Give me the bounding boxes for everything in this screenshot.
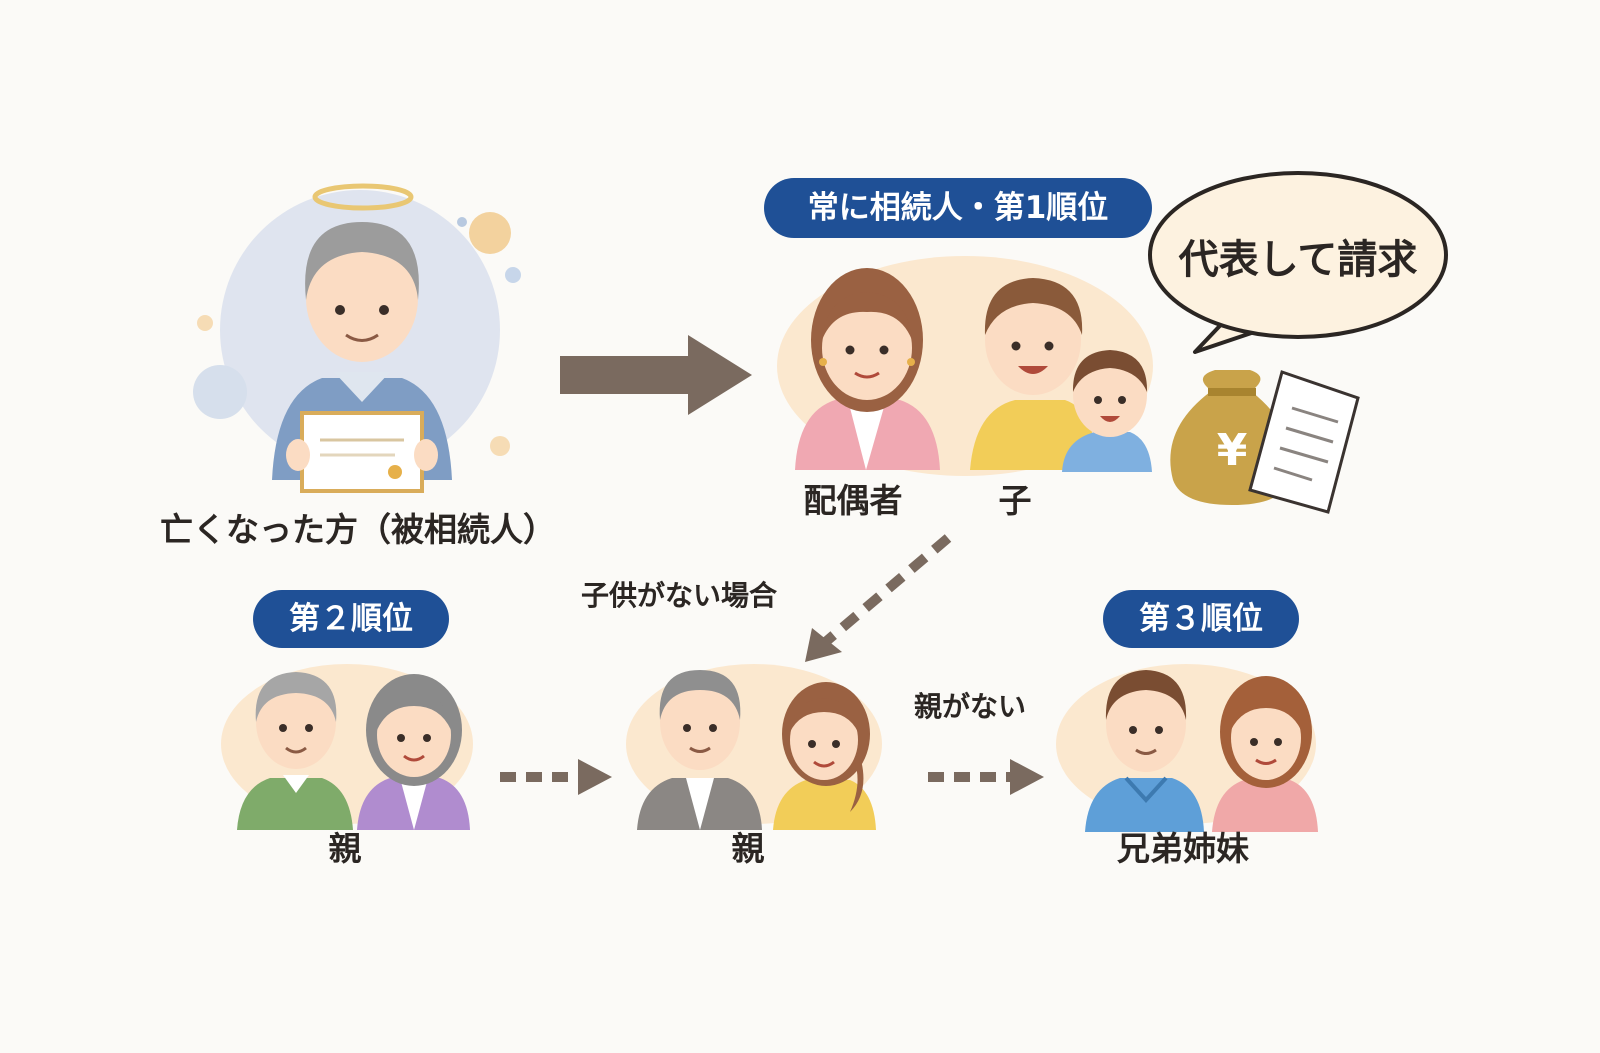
no-children-arrow-icon [805,534,952,662]
yen-symbol: ¥ [1216,425,1248,476]
certificate-icon [300,411,424,493]
first-rank-group [777,256,1153,476]
dashed-arrow-icon [928,759,1044,795]
speech-bubble [1148,171,1448,354]
parents-group [626,664,882,830]
child-label: 子 [998,481,1032,520]
second-rank-badge: 第２順位 [253,590,449,648]
second-rank-group [221,664,473,830]
decor-dot-icon [469,212,511,254]
decedent-figure [193,183,521,493]
third-rank-badge: 第３順位 [1103,590,1299,648]
spouse-label: 配偶者 [803,481,903,520]
siblings-group [1056,664,1318,832]
no-children-condition-label: 子供がない場合 [580,579,778,612]
parent-label: 親 [328,829,362,868]
document-icon [1248,370,1360,514]
siblings-label: 兄弟姉妹 [1117,829,1249,868]
first-rank-badge: 常に相続人・第1順位 [764,178,1152,238]
no-parents-condition-label: 親がない [913,690,1027,723]
main-arrow-icon [560,335,752,415]
parent-label: 親 [731,829,765,868]
halo-icon [312,183,414,211]
decedent-label: 亡くなった方（被相続人） [160,510,556,549]
dashed-arrow-icon [500,759,612,795]
speech-bubble-text: 代表して請求 [1178,237,1418,283]
